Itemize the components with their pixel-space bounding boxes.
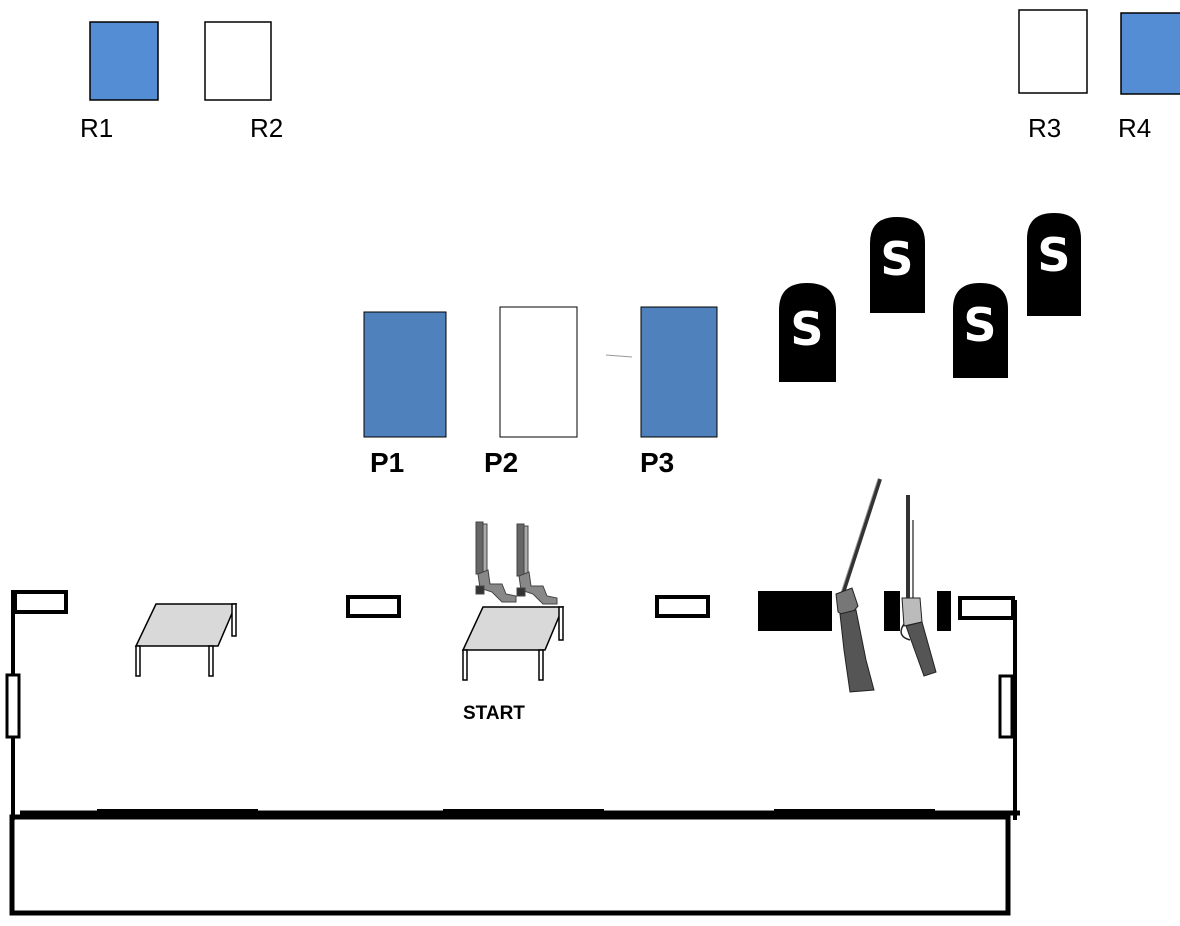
shotgun-target-1: S	[779, 283, 836, 382]
two-pistols-icon	[475, 521, 558, 605]
start-label: START	[463, 703, 525, 724]
pistol-target-p2	[499, 306, 578, 438]
table-leg	[538, 649, 544, 681]
pistol-targets: P1 P2 P3	[363, 306, 718, 478]
shotgun-target-plate	[1027, 213, 1081, 316]
lever-action-rifle-icon	[900, 495, 937, 677]
loading-area	[9, 814, 1011, 916]
shotgun-target-plate	[779, 283, 836, 382]
table-icon	[134, 603, 238, 647]
rifle-target-r3	[1018, 9, 1088, 94]
shotgun-target-2-label: S	[880, 232, 913, 286]
table-leg	[231, 603, 237, 637]
shotgun-target-plate	[870, 217, 925, 313]
rifle-receiver	[901, 597, 923, 627]
pistol-target-p3-label: P3	[640, 447, 674, 478]
table-leg	[208, 645, 214, 677]
rifle-target-r2	[204, 21, 272, 101]
shotgun-target-4: S	[1027, 213, 1081, 316]
firing-line-segment-3	[774, 809, 935, 817]
shotgun-target-3-label: S	[963, 298, 996, 352]
right-door-hinge	[998, 674, 1014, 739]
shotgun-stock	[839, 609, 875, 693]
rifle-target-r3-label: R3	[1028, 113, 1061, 143]
right-flag	[958, 596, 1017, 820]
table-start	[461, 606, 565, 681]
shotgun-target-4-label: S	[1037, 228, 1070, 282]
rifle-stock	[905, 621, 937, 677]
pistol-target-p2-label: P2	[484, 447, 518, 478]
barricade-large	[758, 591, 832, 631]
shotgun-barrel	[840, 478, 882, 597]
firing-line-segment-1	[97, 809, 258, 817]
shotgun-target-3: S	[953, 283, 1008, 378]
barricade-small-1	[884, 591, 900, 631]
rifle-targets: R1 R2 R3 R4	[80, 9, 1180, 143]
rifle-target-r4-label: R4	[1118, 113, 1151, 143]
left-door-hinge	[5, 673, 21, 739]
prop-box-2	[655, 595, 710, 618]
right-flag-banner	[958, 596, 1015, 620]
pistol-target-p1-label: P1	[370, 447, 404, 478]
rifle-target-r4	[1120, 12, 1180, 95]
pistol-target-p1	[363, 311, 447, 438]
barricade-small-2	[937, 591, 951, 631]
rifle-target-r1-label: R1	[80, 113, 113, 143]
shotgun-targets: S S S S	[779, 213, 1081, 382]
left-flag-banner	[13, 590, 68, 614]
table-leg	[558, 606, 564, 641]
rifle-target-r2-label: R2	[250, 113, 283, 143]
table-icon	[461, 606, 565, 651]
pistol-target-p3	[640, 306, 718, 438]
firing-line: START	[5, 478, 1020, 916]
shotgun-target-plate	[953, 283, 1008, 378]
shotgun-target-2: S	[870, 217, 925, 313]
prop-box-1	[346, 595, 401, 618]
rifle-lever	[900, 623, 911, 641]
table-left	[134, 603, 238, 677]
table-leg	[135, 645, 141, 677]
rifle-target-r1	[89, 21, 159, 101]
firing-line-segment-2	[443, 809, 604, 817]
shotgun-target-1-label: S	[790, 302, 823, 356]
stray-mark	[605, 354, 633, 358]
shotgun-icon	[835, 478, 882, 693]
table-leg	[462, 649, 468, 681]
left-flag	[5, 590, 68, 820]
shotgun-barrel-highlight	[839, 478, 879, 597]
